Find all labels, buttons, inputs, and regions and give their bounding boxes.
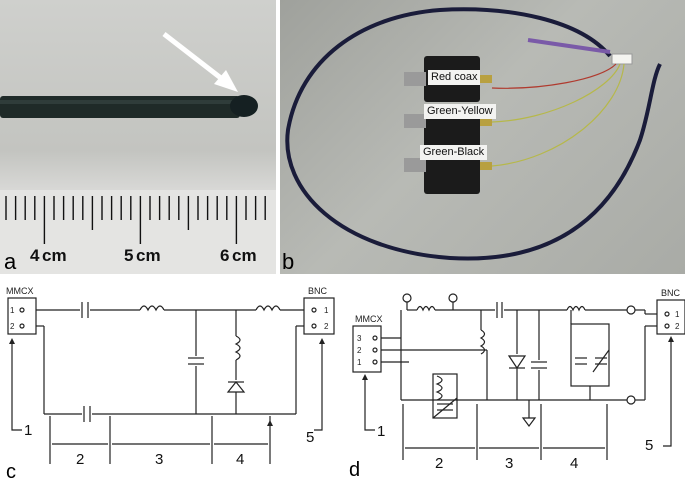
mmcx-connector-box xyxy=(352,325,382,373)
left-pin-1: 1 xyxy=(10,306,15,315)
panel-letter-a: a xyxy=(4,249,17,274)
segment-label-5: 5 xyxy=(645,437,653,454)
inductor-icon xyxy=(435,375,443,401)
right-pin-1: 1 xyxy=(675,310,680,319)
segment-label-1: 1 xyxy=(24,422,32,439)
left-pin-2: 2 xyxy=(10,322,15,331)
pad-icon xyxy=(626,395,636,405)
mmcx-label: MMCX xyxy=(355,314,383,324)
ruler xyxy=(0,190,276,274)
inductor-icon xyxy=(479,329,486,355)
schematic-c: MMCX BNC 1 2 1 2 1 2 3 4 5 c xyxy=(6,286,335,483)
variable-capacitor-icon xyxy=(432,397,458,419)
ruler-ticks xyxy=(5,196,266,244)
diode-icon xyxy=(226,381,246,393)
segment-label-4: 4 xyxy=(570,455,578,472)
cable-illustration xyxy=(285,7,662,261)
adapter-green-black xyxy=(404,150,492,194)
bnc-connector-box xyxy=(656,299,685,335)
mmcx-label: MMCX xyxy=(6,286,34,296)
segment-label-2: 2 xyxy=(435,455,443,472)
bnc-label: BNC xyxy=(308,286,328,296)
ground-icon xyxy=(521,417,537,427)
segment-label-3: 3 xyxy=(155,451,163,468)
diode-icon xyxy=(507,355,527,370)
segment-label-4: 4 xyxy=(236,451,244,468)
capacitor-icon xyxy=(575,357,587,365)
pad-icon xyxy=(626,305,636,315)
segment-label-5: 5 xyxy=(306,429,314,446)
pad-icon xyxy=(448,293,458,303)
capacitor-icon xyxy=(81,302,89,318)
ruler-label-cm: cm xyxy=(232,246,257,265)
segment-label-3: 3 xyxy=(505,455,513,472)
photo-catheter-tip: 4 cm 5 cm 6 cm a xyxy=(0,0,276,274)
segment-label-1: 1 xyxy=(377,423,385,440)
right-pin-2: 2 xyxy=(675,322,680,331)
photo-cable-assembly: Red coax Green-Yellow Green-Black b xyxy=(280,0,685,274)
panel-letter-c: c xyxy=(6,461,16,483)
segment-label-2: 2 xyxy=(76,451,84,468)
bnc-connector-box xyxy=(303,297,335,335)
label-red-coax: Red coax xyxy=(428,70,481,85)
ruler-label-cm: cm xyxy=(136,246,161,265)
schematic-d: MMCX BNC 3 2 1 1 2 1 2 3 4 5 d xyxy=(349,288,685,481)
inductor-icon xyxy=(234,335,241,361)
inductor-icon xyxy=(416,305,436,312)
right-pin-2: 2 xyxy=(324,322,329,331)
catheter-illustration xyxy=(0,32,276,274)
catheter-tip xyxy=(230,95,258,117)
left-pin-2: 2 xyxy=(357,346,362,355)
connector-plug xyxy=(611,53,633,65)
inductor-icon xyxy=(255,305,281,312)
cable-sleeve xyxy=(527,38,611,54)
left-pin-3: 3 xyxy=(357,334,362,343)
ruler-label-5: 5 xyxy=(124,246,134,265)
capacitor-icon xyxy=(188,357,204,365)
ruler-label-cm: cm xyxy=(42,246,67,265)
catheter-shaft xyxy=(0,96,240,118)
label-green-black: Green-Black xyxy=(420,145,488,160)
capacitor-icon xyxy=(496,302,503,318)
variable-capacitor-icon xyxy=(592,349,610,373)
inductor-icon xyxy=(566,305,586,312)
arrow-icon xyxy=(162,32,238,92)
panel-letter-d: d xyxy=(349,459,360,481)
capacitor-icon xyxy=(531,361,547,369)
right-pin-1: 1 xyxy=(324,306,329,315)
mmcx-connector-box xyxy=(7,297,37,335)
inductor-icon xyxy=(139,305,165,312)
cable-loop xyxy=(285,7,662,261)
ruler-label-6: 6 xyxy=(220,246,230,265)
pad-icon xyxy=(402,293,412,303)
capacitor-icon xyxy=(83,406,91,422)
bnc-label: BNC xyxy=(661,288,681,298)
ruler-label-4: 4 xyxy=(30,246,40,265)
label-green-yellow: Green-Yellow xyxy=(424,104,496,119)
left-pin-1: 1 xyxy=(357,358,362,367)
panel-letter-b: b xyxy=(282,249,295,274)
